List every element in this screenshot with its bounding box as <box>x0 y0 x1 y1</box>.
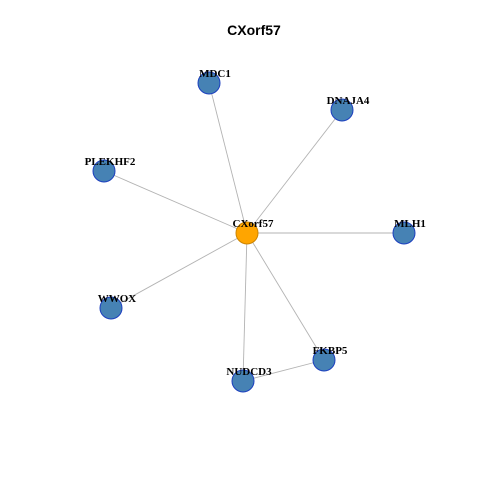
node-label-mlh1: MLH1 <box>394 218 426 230</box>
node-mdc1 <box>197 71 221 95</box>
node-layer <box>92 71 416 393</box>
node-cxorf57 <box>235 221 259 245</box>
node-dnaja4 <box>330 98 354 122</box>
node-wwox <box>99 296 123 320</box>
edge-cxorf57-mdc1 <box>208 82 248 234</box>
node-label-mdc1: MDC1 <box>199 68 231 80</box>
node-label-wwox: WWOX <box>98 293 137 305</box>
edge-cxorf57-plekhf2 <box>103 170 248 234</box>
node-nudcd3 <box>231 369 255 393</box>
node-label-cxorf57: CXorf57 <box>233 218 274 230</box>
node-label-nudcd3: NUDCD3 <box>226 366 272 378</box>
edge-cxorf57-nudcd3 <box>242 232 248 382</box>
node-mlh1 <box>392 221 416 245</box>
edge-cxorf57-wwox <box>110 232 248 309</box>
node-label-plekhf2: PLEKHF2 <box>85 156 136 168</box>
node-fkbp5 <box>312 348 336 372</box>
node-plekhf2 <box>92 159 116 183</box>
edge-cxorf57-fkbp5 <box>246 232 325 361</box>
edge-layer <box>103 82 404 382</box>
node-label-dnaja4: DNAJA4 <box>327 95 370 107</box>
node-label-fkbp5: FKBP5 <box>313 345 348 357</box>
edge-nudcd3-fkbp5 <box>242 359 325 382</box>
diagram-title: CXorf57 <box>227 22 281 38</box>
edge-cxorf57-dnaja4 <box>246 109 343 234</box>
